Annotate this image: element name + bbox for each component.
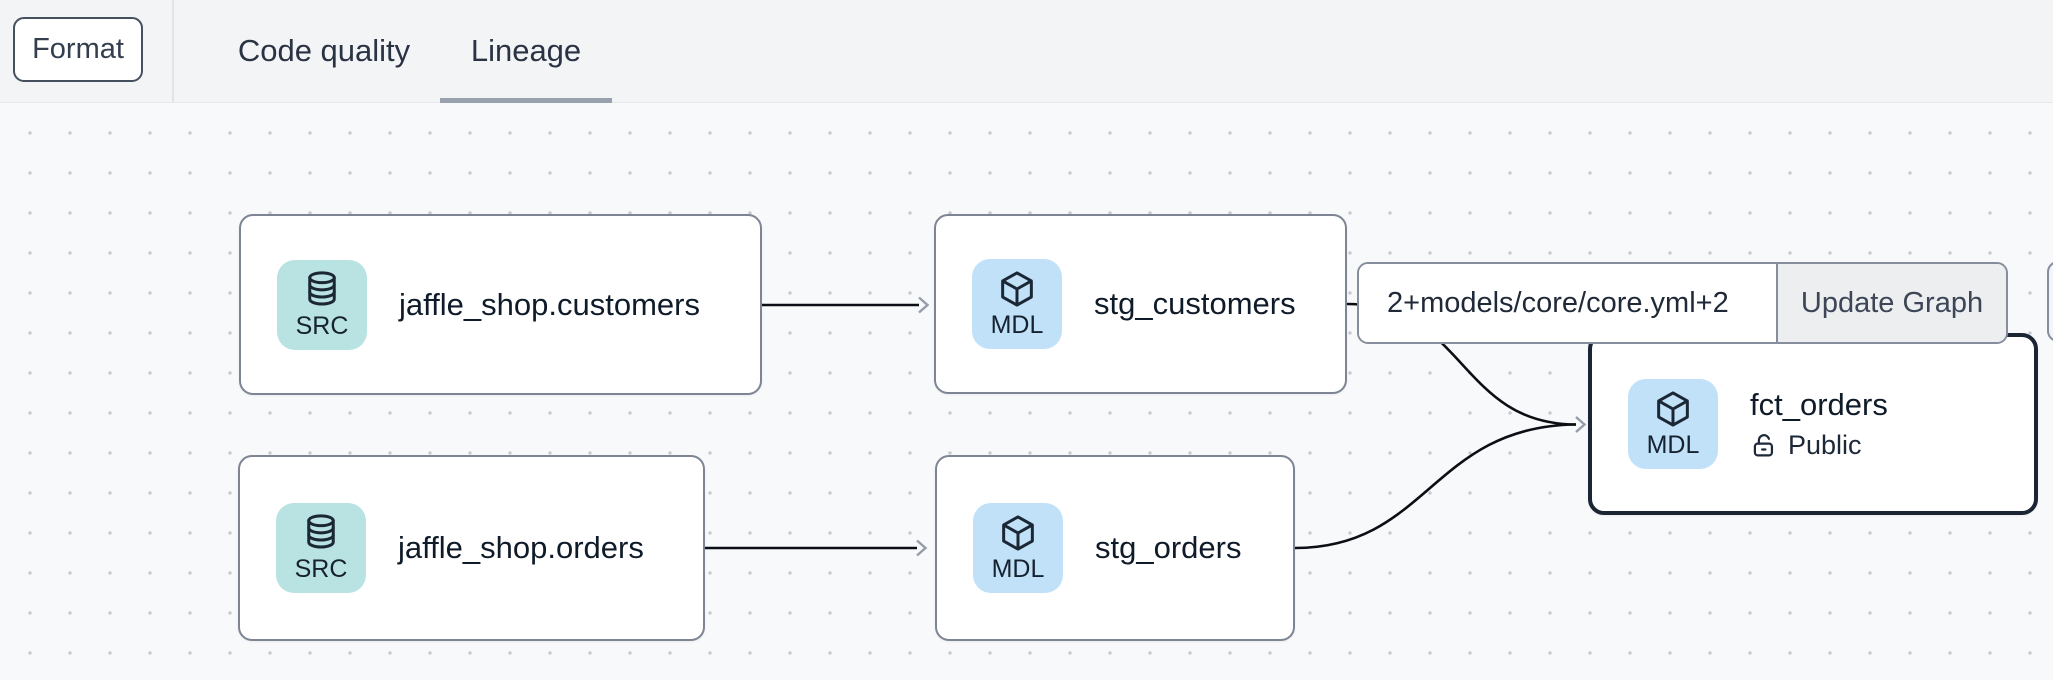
format-button[interactable]: Format	[13, 17, 143, 82]
tab-lineage[interactable]: Lineage	[470, 33, 582, 68]
model-badge: MDL	[1628, 379, 1718, 469]
node-title: jaffle_shop.customers	[399, 286, 700, 322]
badge-label: SRC	[294, 555, 348, 583]
model-badge: MDL	[972, 259, 1062, 349]
active-tab-underline	[440, 98, 612, 103]
unlock-icon	[1753, 433, 1774, 456]
cube-icon	[1657, 391, 1689, 427]
editor-header: Format Code quality Lineage	[0, 0, 2053, 103]
model-selector-group: Update Graph	[1357, 262, 2008, 344]
node-stg-customers[interactable]: MDL stg_customers	[934, 214, 1347, 394]
header-divider	[172, 0, 174, 102]
source-badge: SRC	[276, 503, 366, 593]
lineage-canvas[interactable]: SRC jaffle_shop.customers SRC jaffle_sho…	[0, 103, 2053, 680]
node-jaffle-shop-orders[interactable]: SRC jaffle_shop.orders	[238, 455, 705, 641]
clipped-toolbar-button[interactable]	[2047, 261, 2053, 342]
node-stg-orders[interactable]: MDL stg_orders	[935, 455, 1295, 641]
database-icon	[308, 270, 336, 305]
badge-label: MDL	[990, 311, 1044, 339]
source-badge: SRC	[277, 259, 367, 350]
model-selector-input[interactable]	[1359, 264, 1776, 342]
node-title: fct_orders	[1750, 387, 1888, 422]
badge-label: SRC	[295, 311, 349, 340]
cube-icon	[1002, 515, 1034, 551]
badge-label: MDL	[991, 555, 1045, 583]
node-title: jaffle_shop.orders	[398, 530, 644, 565]
cube-icon	[1001, 271, 1033, 307]
node-title: stg_orders	[1095, 530, 1242, 565]
update-graph-button[interactable]: Update Graph	[1776, 264, 2006, 342]
node-fct-orders[interactable]: MDL fct_orders Public	[1588, 333, 2038, 515]
access-row: Public	[1750, 430, 1888, 461]
model-badge: MDL	[973, 503, 1063, 593]
database-icon	[307, 514, 335, 549]
tab-code-quality[interactable]: Code quality	[237, 33, 411, 68]
node-title: stg_customers	[1094, 286, 1296, 321]
node-jaffle-shop-customers[interactable]: SRC jaffle_shop.customers	[239, 214, 762, 395]
access-label: Public	[1788, 430, 1862, 460]
badge-label: MDL	[1646, 431, 1700, 459]
